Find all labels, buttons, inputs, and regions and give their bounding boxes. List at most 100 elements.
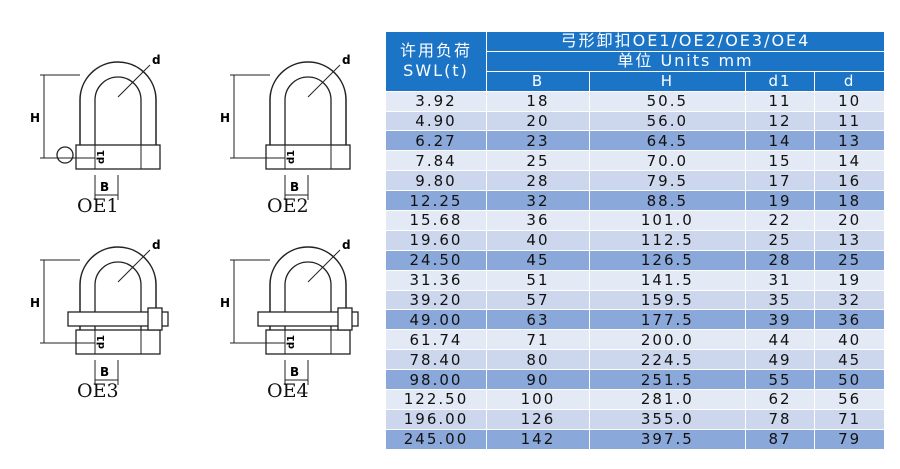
cell-h: 126.5 [588,249,746,271]
cell-h: 64.5 [588,130,746,152]
cell-h: 79.5 [588,170,746,192]
cell-d: 71 [814,408,885,430]
shackle-drawing: H B d d1 [30,238,169,385]
shackle-drawing: H B d d1 [220,238,359,385]
cell-swl: 6.27 [385,130,487,152]
cell-d: 45 [814,349,885,371]
cell-swl: 4.90 [385,110,487,132]
cell-d1: 87 [744,428,816,450]
cell-b: 71 [486,329,590,351]
shackle-spec-table: 许用负荷 SWL(t) 弓形卸扣OE1/OE2/OE3/OE4 单位 Units… [385,31,885,450]
cell-d1: 28 [744,249,816,271]
cell-swl: 31.36 [385,269,487,291]
col-header-d1: d1 [744,70,816,92]
cell-swl: 78.40 [385,349,487,371]
svg-text:B: B [100,365,109,379]
cell-d1: 39 [744,309,816,331]
cell-b: 90 [486,369,590,391]
cell-b: 100 [486,389,590,410]
cell-d: 19 [814,269,885,291]
svg-text:B: B [100,180,109,194]
shackle-drawing: H B d d1 [30,53,161,200]
cell-b: 20 [486,110,590,132]
cell-d1: 78 [744,408,816,430]
table-title: 弓形卸扣OE1/OE2/OE3/OE4 [486,31,885,52]
cell-b: 23 [486,130,590,152]
shackle-diagram-oe3: H B d d1 [20,225,190,415]
diagram-caption-oe2: OE2 [267,195,309,217]
cell-b: 32 [486,190,590,212]
cell-swl: 3.92 [385,90,487,112]
cell-d1: 35 [744,289,816,311]
swl-header-cn: 许用负荷 [399,41,472,61]
cell-h: 200.0 [588,329,746,351]
cell-h: 70.0 [588,150,746,172]
shackle-diagram-oe2: H B d d1 [210,40,380,230]
cell-swl: 98.00 [385,369,487,391]
cell-d1: 12 [744,110,816,132]
cell-b: 80 [486,349,590,371]
cell-d: 16 [814,170,885,192]
diagram-caption-oe4: OE4 [267,380,309,402]
cell-h: 355.0 [588,408,746,430]
svg-text:B: B [290,180,299,194]
cell-d1: 19 [744,190,816,212]
cell-h: 177.5 [588,309,746,331]
cell-d1: 44 [744,329,816,351]
cell-swl: 24.50 [385,249,487,271]
cell-d: 20 [814,210,885,231]
cell-d1: 14 [744,130,816,152]
cell-d: 79 [814,428,885,450]
col-header-b: B [486,70,590,92]
cell-swl: 196.00 [385,408,487,430]
cell-h: 159.5 [588,289,746,311]
cell-d1: 25 [744,229,816,251]
cell-b: 36 [486,210,590,231]
cell-d: 36 [814,309,885,331]
svg-text:B: B [290,365,299,379]
svg-text:d: d [342,238,351,252]
cell-b: 57 [486,289,590,311]
cell-d1: 17 [744,170,816,192]
diagram-caption-oe3: OE3 [77,380,119,402]
cell-swl: 15.68 [385,210,487,231]
cell-swl: 61.74 [385,329,487,351]
diagram-caption-oe1: OE1 [77,195,119,217]
svg-text:H: H [30,296,40,310]
shackle-drawing: H B d d1 [220,53,351,200]
cell-b: 18 [486,90,590,112]
cell-b: 28 [486,170,590,192]
svg-text:d1: d1 [286,150,297,164]
cell-h: 101.0 [588,210,746,231]
cell-b: 45 [486,249,590,271]
cell-swl: 19.60 [385,229,487,251]
cell-h: 112.5 [588,229,746,251]
cell-b: 40 [486,229,590,251]
cell-d: 50 [814,369,885,391]
cell-d: 10 [814,90,885,112]
svg-text:H: H [220,111,230,125]
cell-h: 251.5 [588,369,746,391]
swl-header-en: SWL(t) [403,61,469,81]
cell-d1: 22 [744,210,816,231]
cell-d: 25 [814,249,885,271]
cell-swl: 245.00 [385,428,487,450]
svg-text:H: H [220,296,230,310]
col-header-d: d [814,70,885,92]
cell-swl: 39.20 [385,289,487,311]
cell-h: 141.5 [588,269,746,291]
cell-b: 126 [486,408,590,430]
cell-d: 32 [814,289,885,311]
svg-text:d: d [152,238,161,252]
